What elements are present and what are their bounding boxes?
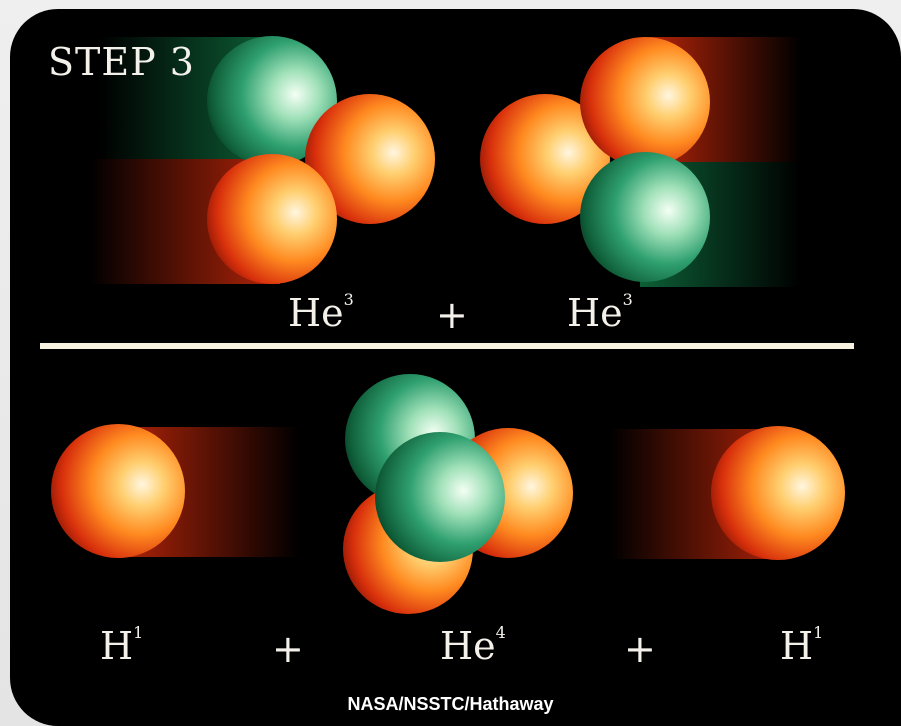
reactant-plus-sign: +	[436, 293, 468, 337]
proton-sphere	[305, 94, 435, 224]
fusion-step-slide: STEP 3 He3 + He3 H1 + He4 + H1	[10, 9, 901, 726]
proton-sphere	[207, 154, 337, 284]
neutron-sphere	[375, 432, 505, 562]
h1-right-nucleus	[610, 426, 845, 560]
proton-sphere	[480, 94, 610, 224]
product-plus-sign: +	[272, 627, 304, 671]
product-label-2: He4	[440, 623, 506, 668]
nucleus-diagram	[51, 36, 845, 614]
image-credit: NASA/NSSTC/Hathaway	[347, 694, 554, 714]
neutron-sphere	[207, 36, 337, 166]
reactant-label-2: He3	[567, 290, 633, 335]
proton-sphere	[711, 426, 845, 560]
product-label-1: H1	[100, 623, 144, 668]
product-plus-sign: +	[624, 627, 656, 671]
proton-sphere	[580, 37, 710, 167]
proton-sphere	[51, 424, 185, 558]
h1-left-nucleus	[51, 424, 298, 558]
he4-nucleus	[343, 374, 573, 614]
product-label-3: H1	[780, 623, 824, 668]
he3-left-nucleus	[90, 36, 435, 284]
he3-right-nucleus	[480, 37, 800, 287]
reaction-divider	[40, 343, 854, 349]
neutron-sphere	[580, 152, 710, 282]
reactant-label-1: He3	[288, 290, 354, 335]
step-title: STEP 3	[48, 40, 195, 84]
